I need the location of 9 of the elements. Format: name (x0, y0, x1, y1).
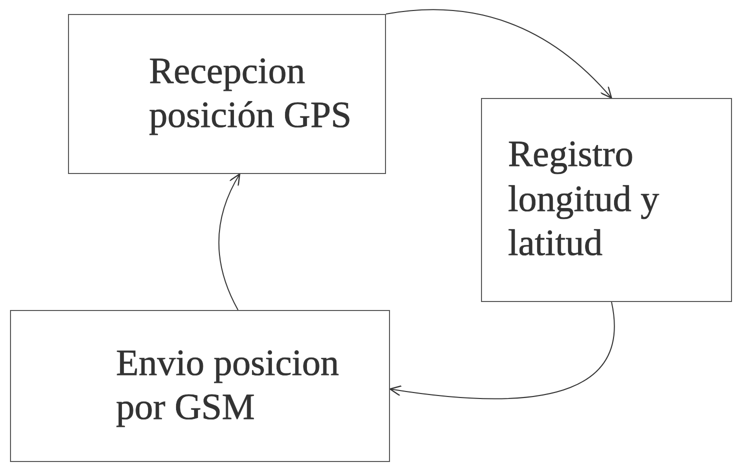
process-box (481, 98, 732, 302)
box-label: Registro longitud y latitud (508, 133, 660, 266)
box-label: Recepcion posición GPS (149, 50, 353, 138)
process-box (68, 14, 386, 174)
box-label: Envio posicion por GSM (116, 342, 340, 430)
curved-arrow (386, 9, 612, 99)
process-box (10, 310, 390, 462)
curved-arrow (389, 302, 615, 400)
curved-arrow (218, 173, 240, 310)
